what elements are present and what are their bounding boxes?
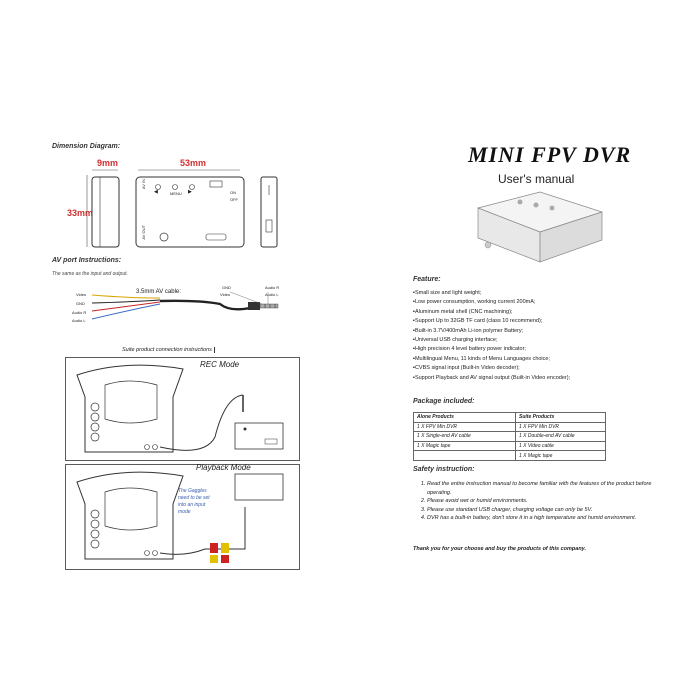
package-cell: 1 X Single-end AV cable — [413, 431, 516, 442]
plug-label-video: Video — [220, 292, 231, 297]
package-header-row: Alone Products Suite Products — [413, 412, 606, 423]
feature-item: High precision 4 level battery power ind… — [413, 345, 673, 354]
plug-label-audio-r: Audio R — [265, 285, 280, 290]
package-header-alone: Alone Products — [413, 412, 516, 423]
dvr-product-image — [476, 191, 604, 263]
feature-list: Small size and light weight; Low power c… — [413, 289, 673, 383]
safety-item: Read the entire instruction manual to be… — [427, 480, 677, 497]
wire-label-video: Video — [76, 292, 87, 297]
thanks-note: Thank you for your choose and buy the pr… — [413, 546, 587, 552]
feature-item: Multilingual Menu, 11 kinds of Menu Lang… — [413, 355, 673, 364]
table-row: 1 X Magic tape — [413, 450, 606, 461]
av-port-subtitle: The same as the input and output. — [52, 271, 128, 277]
feature-item: Small size and light weight; — [413, 289, 673, 298]
playback-mode-label: Playback Mode — [196, 463, 251, 472]
feature-item: Aluminum metal shell (CNC machining); — [413, 308, 673, 317]
package-title: Package included: — [413, 398, 475, 405]
manual-title: MINI FPV DVR — [468, 142, 632, 167]
safety-item: Please use standard USB charger, chargin… — [427, 506, 677, 515]
plug-label-gnd: GND — [222, 285, 231, 290]
av-cable-diagram — [91, 291, 279, 320]
feature-item: CVBS signal input (Built-in Video decode… — [413, 364, 673, 373]
package-cell: 1 X Double-end AV cable — [515, 431, 606, 442]
left-arrow-label: ◀ — [154, 189, 158, 195]
safety-list: Read the entire instruction manual to be… — [413, 480, 677, 523]
menu-label: MENU — [170, 191, 182, 196]
feature-item: Low power consumption, working current 2… — [413, 298, 673, 307]
av-in-label: AV IN — [141, 179, 146, 190]
safety-title: Safety instruction: — [413, 466, 475, 473]
wire-label-gnd: GND — [76, 301, 85, 306]
package-header-suite: Suite Products — [515, 412, 606, 423]
table-row: 1 X Magic tape 1 X Video cable — [413, 440, 606, 452]
wire-label-audio-l: Audio L — [72, 318, 86, 323]
dim-width-label: 53mm — [180, 158, 207, 168]
right-arrow-label: ▶ — [188, 189, 192, 195]
rec-mode-label: REC Mode — [200, 360, 240, 369]
wire-label-audio-r: Audio R — [72, 310, 87, 315]
package-table: Alone Products Suite Products 1 X FPV Mi… — [413, 412, 606, 461]
on-label: ON — [230, 190, 236, 195]
off-label: OFF — [230, 197, 238, 202]
plug-label-audio-l: Audio L — [265, 292, 279, 297]
dimension-diagram-title: Dimension Diagram: — [52, 143, 121, 150]
package-cell: 1 X FPV Min DVR — [515, 421, 606, 433]
feature-item: Built-in 3.7V/400mAh Li-ion polymer Batt… — [413, 327, 673, 336]
goggles-note: The Gaggles need to be set into an input… — [178, 488, 210, 515]
package-cell: 1 X Video cable — [515, 440, 606, 452]
dim-height-label: 33mm — [67, 208, 94, 218]
safety-item: DVR has a built-in battery, don't store … — [427, 514, 677, 523]
feature-item: Support Playback and AV signal output (B… — [413, 374, 673, 383]
package-cell: 1 X FPV Min DVR — [413, 421, 516, 433]
av-port-title: AV port Instructions: — [52, 257, 122, 264]
table-row: 1 X Single-end AV cable 1 X Double-end A… — [413, 431, 606, 442]
package-cell: 1 X Magic tape — [413, 440, 516, 452]
cable-label: 3.5mm AV cable: — [136, 289, 181, 295]
connection-diagram — [65, 357, 300, 570]
connection-title: Suite product connection instructions — [122, 347, 215, 353]
feature-item: Universal USB charging interface; — [413, 336, 673, 345]
dim-depth-label: 9mm — [97, 158, 119, 168]
feature-title: Feature: — [413, 276, 441, 283]
manual-subtitle: User's manual — [498, 172, 575, 186]
package-cell — [413, 450, 516, 461]
av-out-label: AV OUT — [141, 225, 146, 240]
package-cell: 1 X Magic tape — [515, 450, 606, 461]
safety-item: Please avoid wet or humid environments. — [427, 497, 677, 506]
feature-item: Support Up to 32GB TF card (class 10 rec… — [413, 317, 673, 326]
dimension-diagram — [86, 169, 278, 248]
table-row: 1 X FPV Min DVR 1 X FPV Min DVR — [413, 421, 606, 433]
